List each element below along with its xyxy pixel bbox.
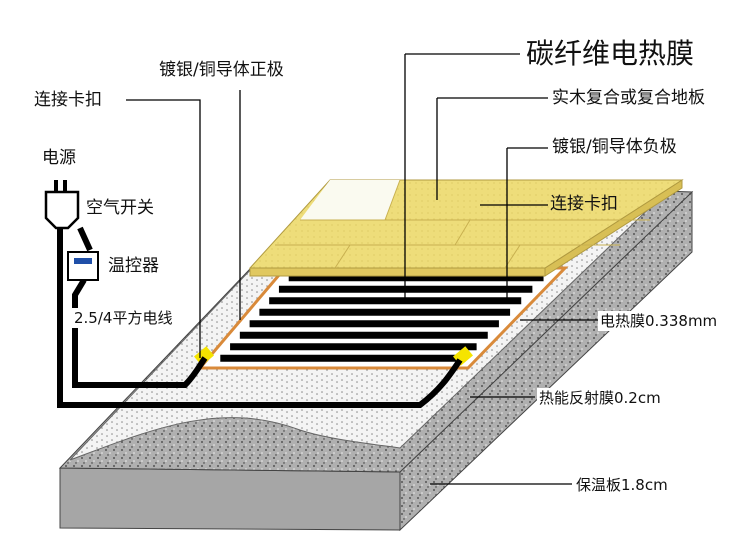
- carbon-stripe: [278, 285, 533, 293]
- left-clip: [194, 346, 214, 366]
- breaker-label: 空气开关: [84, 198, 156, 218]
- carbon-stripe: [249, 320, 499, 328]
- carbon-stripe: [259, 308, 511, 316]
- heating-film: [194, 266, 569, 370]
- reflective-label: 热能反射膜0.2cm: [537, 388, 663, 408]
- positive-label: 镀银/铜导体正极: [157, 60, 286, 80]
- wood-floor: [248, 179, 684, 277]
- negative-label: 镀银/铜导体负极: [550, 137, 679, 157]
- carbon-stripe: [230, 343, 477, 351]
- leader-lines: [126, 53, 598, 485]
- thermostat-label: 温控器: [106, 256, 161, 276]
- power-cable: [57, 226, 463, 408]
- plug-icon: [44, 180, 80, 230]
- carbon-stripe: [288, 274, 544, 282]
- carbon-stripe: [239, 331, 488, 339]
- insulation-label: 保温板1.8cm: [574, 475, 670, 495]
- floor-label: 实木复合或复合地板: [550, 88, 707, 108]
- carbon-stripe: [220, 354, 466, 362]
- thermostat-icon: [67, 251, 99, 281]
- carbon-stripe: [269, 297, 522, 305]
- title-label: 碳纤维电热膜: [524, 37, 697, 70]
- clip-left-label: 连接卡扣: [32, 90, 104, 110]
- film-label: 电热膜0.338mm: [598, 311, 720, 331]
- clip-right-label: 连接卡扣: [550, 194, 618, 214]
- power-label: 电源: [40, 148, 78, 168]
- wire-label: 2.5/4平方电线: [72, 308, 175, 328]
